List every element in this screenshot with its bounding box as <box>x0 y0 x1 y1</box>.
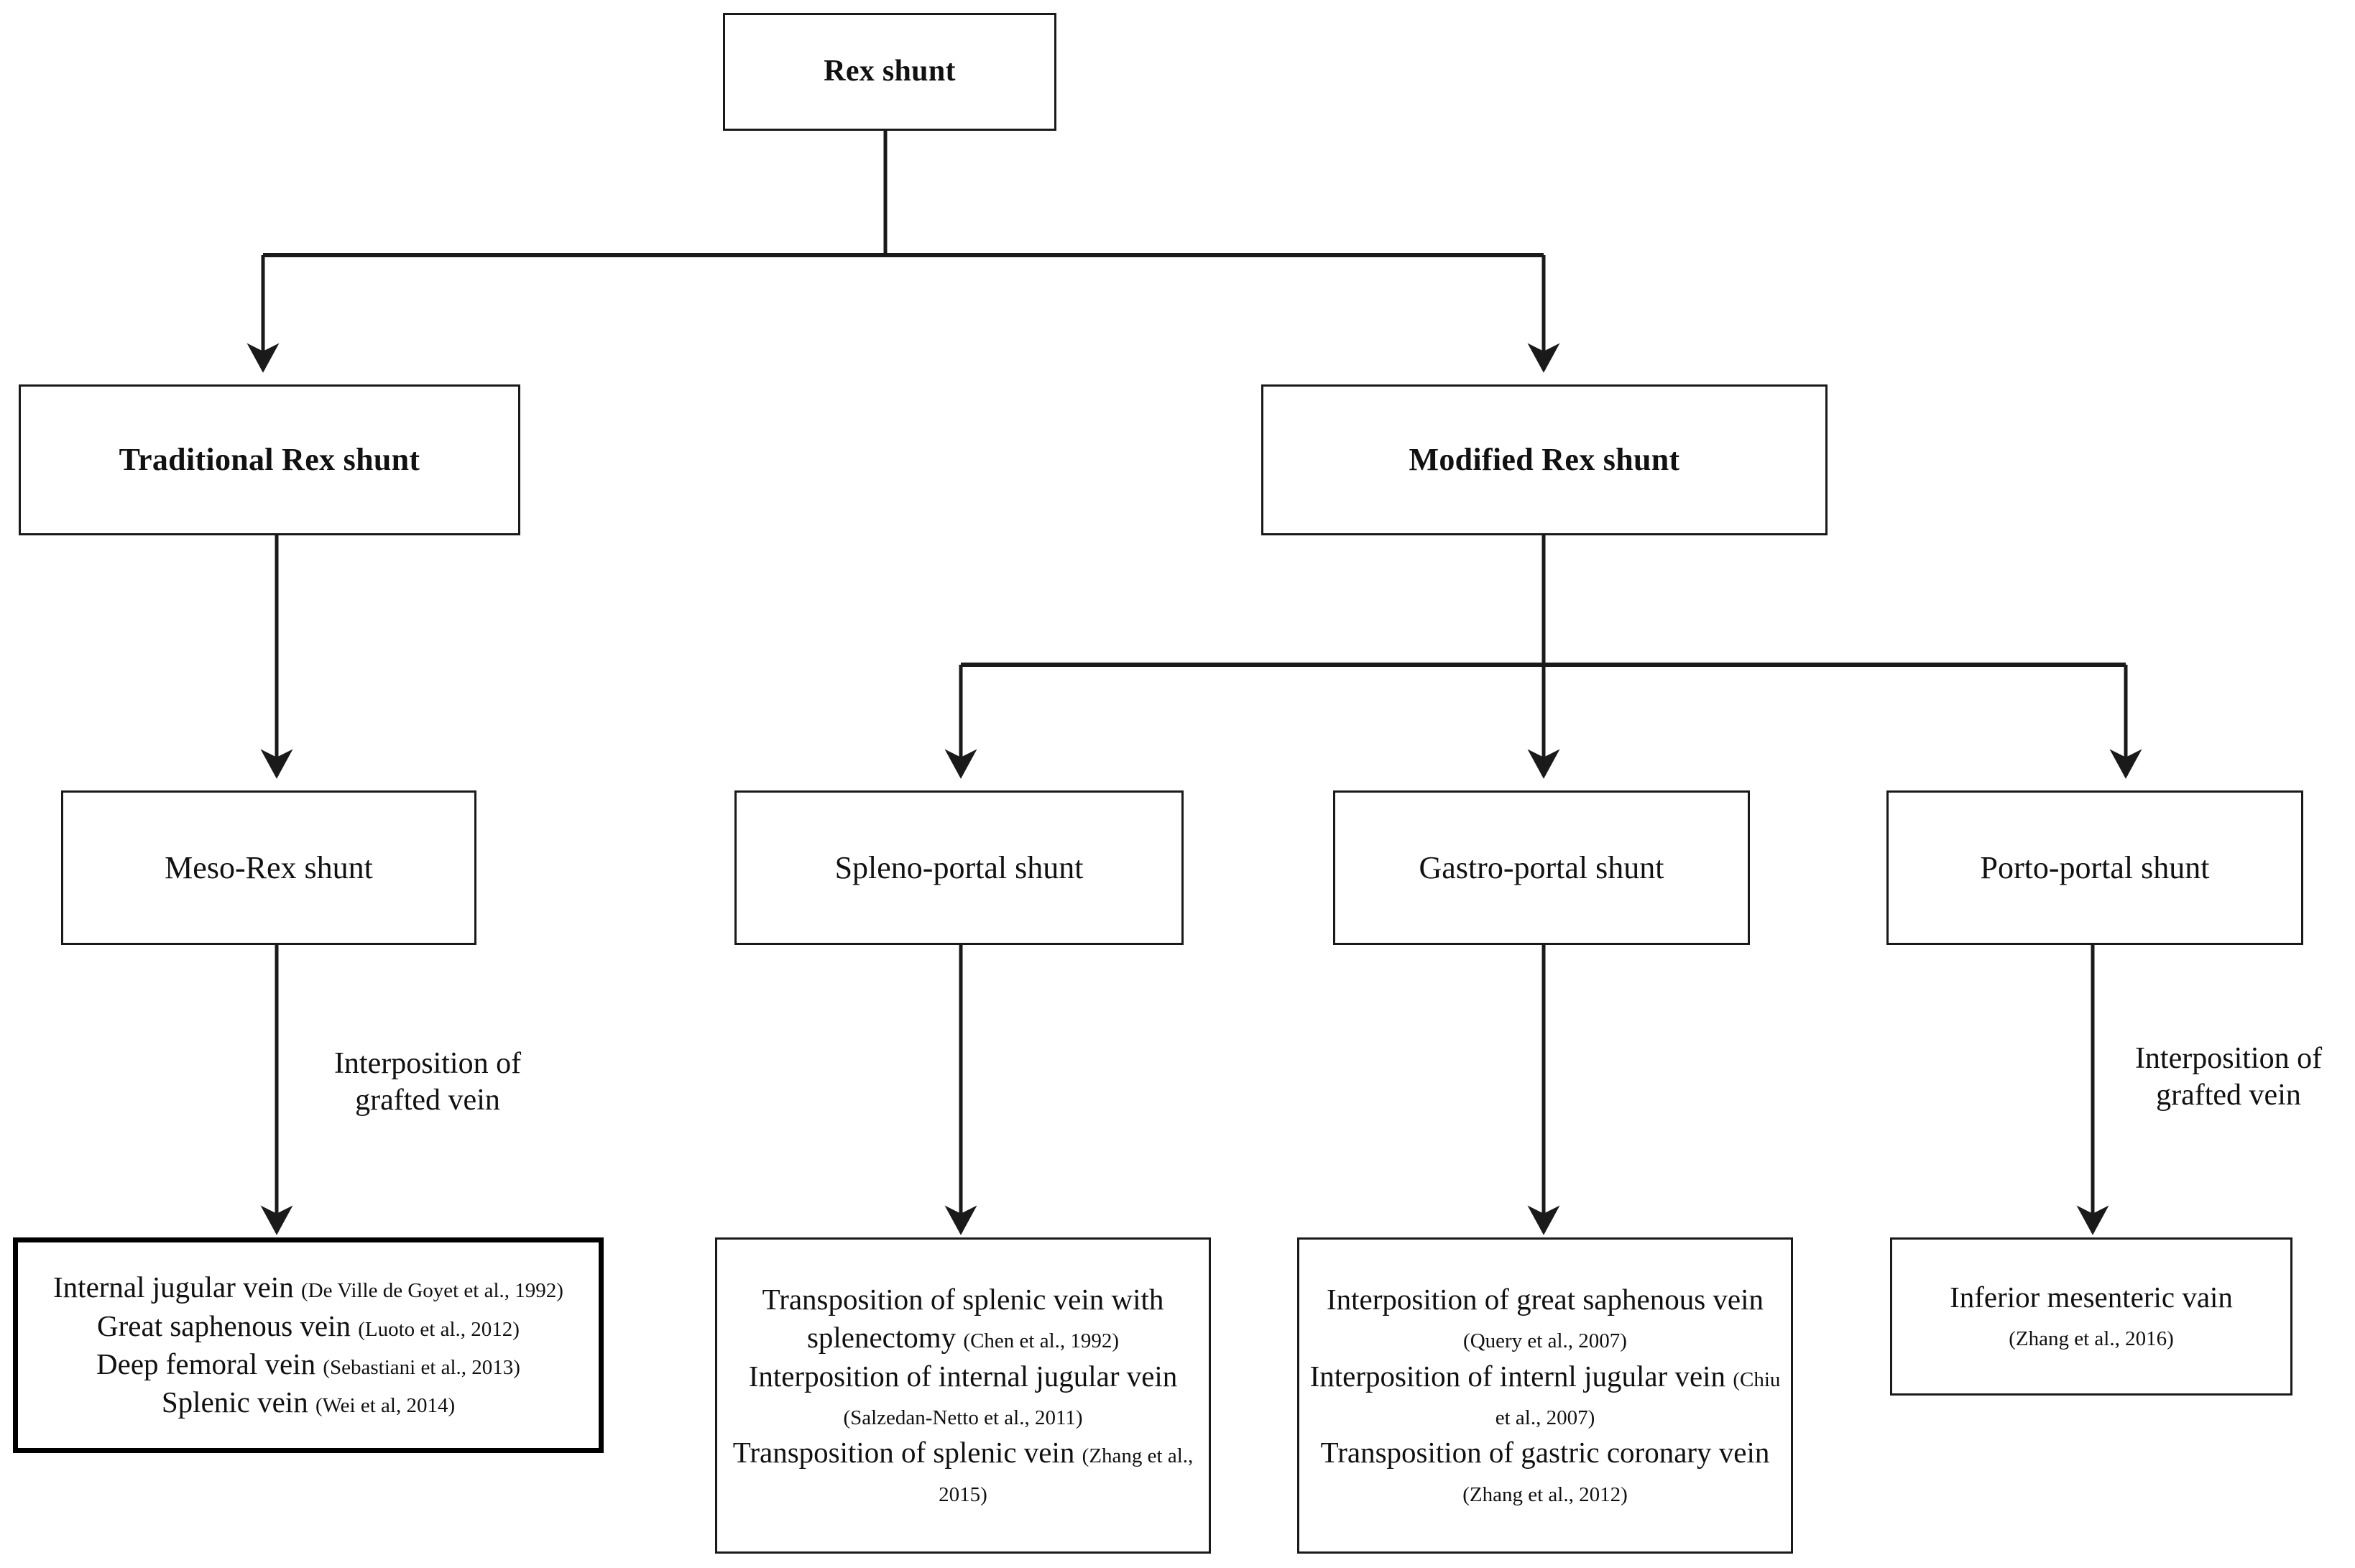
node-spleno-portal-shunt[interactable]: Spleno-portal shunt <box>734 790 1184 945</box>
list-item: Inferior mesenteric vain (Zhang et al., … <box>1950 1280 2233 1350</box>
leaf-spleno-portal-lines: Transposition of splenic vein with splen… <box>724 1281 1202 1511</box>
edge-label-meso-rex-graft: Interposition of grafted vein <box>333 1047 522 1117</box>
edge-modified-to-children <box>944 535 2142 779</box>
edge-label-porto-portal-graft: Interposition of grafted vein <box>2134 1042 2323 1112</box>
list-item: Great saphenous vein (Luoto et al., 2012… <box>97 1309 520 1342</box>
node-rex-shunt-label: Rex shunt <box>824 55 956 88</box>
leaf-porto-portal-vein[interactable]: Inferior mesenteric vain (Zhang et al., … <box>1890 1237 2292 1396</box>
leaf-meso-rex-vein-options[interactable]: Internal jugular vein (De Ville de Goyet… <box>13 1237 604 1453</box>
list-item: Splenic vein (Wei et al, 2014) <box>161 1385 456 1419</box>
node-meso-rex-shunt-label: Meso-Rex shunt <box>165 849 373 885</box>
list-item: Transposition of splenic vein with splen… <box>762 1283 1164 1355</box>
list-item: Deep femoral vein (Sebastiani et al., 20… <box>96 1347 520 1380</box>
node-meso-rex-shunt[interactable]: Meso-Rex shunt <box>61 790 476 945</box>
node-spleno-portal-shunt-label: Spleno-portal shunt <box>834 849 1084 885</box>
node-traditional-rex-shunt-label: Traditional Rex shunt <box>119 442 420 478</box>
node-modified-rex-shunt-label: Modified Rex shunt <box>1409 442 1680 478</box>
leaf-porto-portal-lines: Inferior mesenteric vain (Zhang et al., … <box>1899 1278 2283 1355</box>
node-gastro-portal-shunt-label: Gastro-portal shunt <box>1419 849 1664 885</box>
node-rex-shunt[interactable]: Rex shunt <box>723 13 1056 131</box>
list-item: Transposition of gastric coronary vein (… <box>1320 1436 1770 1506</box>
leaf-meso-rex-lines: Internal jugular vein (De Ville de Goyet… <box>25 1268 591 1421</box>
list-item: Interposition of internal jugular vein (… <box>748 1359 1178 1429</box>
node-traditional-rex-shunt[interactable]: Traditional Rex shunt <box>19 384 520 535</box>
node-modified-rex-shunt[interactable]: Modified Rex shunt <box>1261 384 1828 535</box>
list-item: Interposition of internl jugular vein (C… <box>1309 1359 1781 1429</box>
list-item: Transposition of splenic vein (Zhang et … <box>732 1436 1194 1506</box>
list-item: Internal jugular vein (De Ville de Goyet… <box>53 1270 563 1304</box>
leaf-spleno-portal-techniques[interactable]: Transposition of splenic vein with splen… <box>715 1237 1211 1554</box>
node-porto-portal-shunt-label: Porto-portal shunt <box>1980 849 2210 885</box>
edge-root-to-level2 <box>246 131 1560 373</box>
leaf-gastro-portal-lines: Interposition of great saphenous vein (Q… <box>1306 1281 1784 1511</box>
list-item: Interposition of great saphenous vein (Q… <box>1326 1283 1764 1353</box>
node-porto-portal-shunt[interactable]: Porto-portal shunt <box>1886 790 2303 945</box>
leaf-gastro-portal-techniques[interactable]: Interposition of great saphenous vein (Q… <box>1297 1237 1793 1554</box>
node-gastro-portal-shunt[interactable]: Gastro-portal shunt <box>1333 790 1750 945</box>
